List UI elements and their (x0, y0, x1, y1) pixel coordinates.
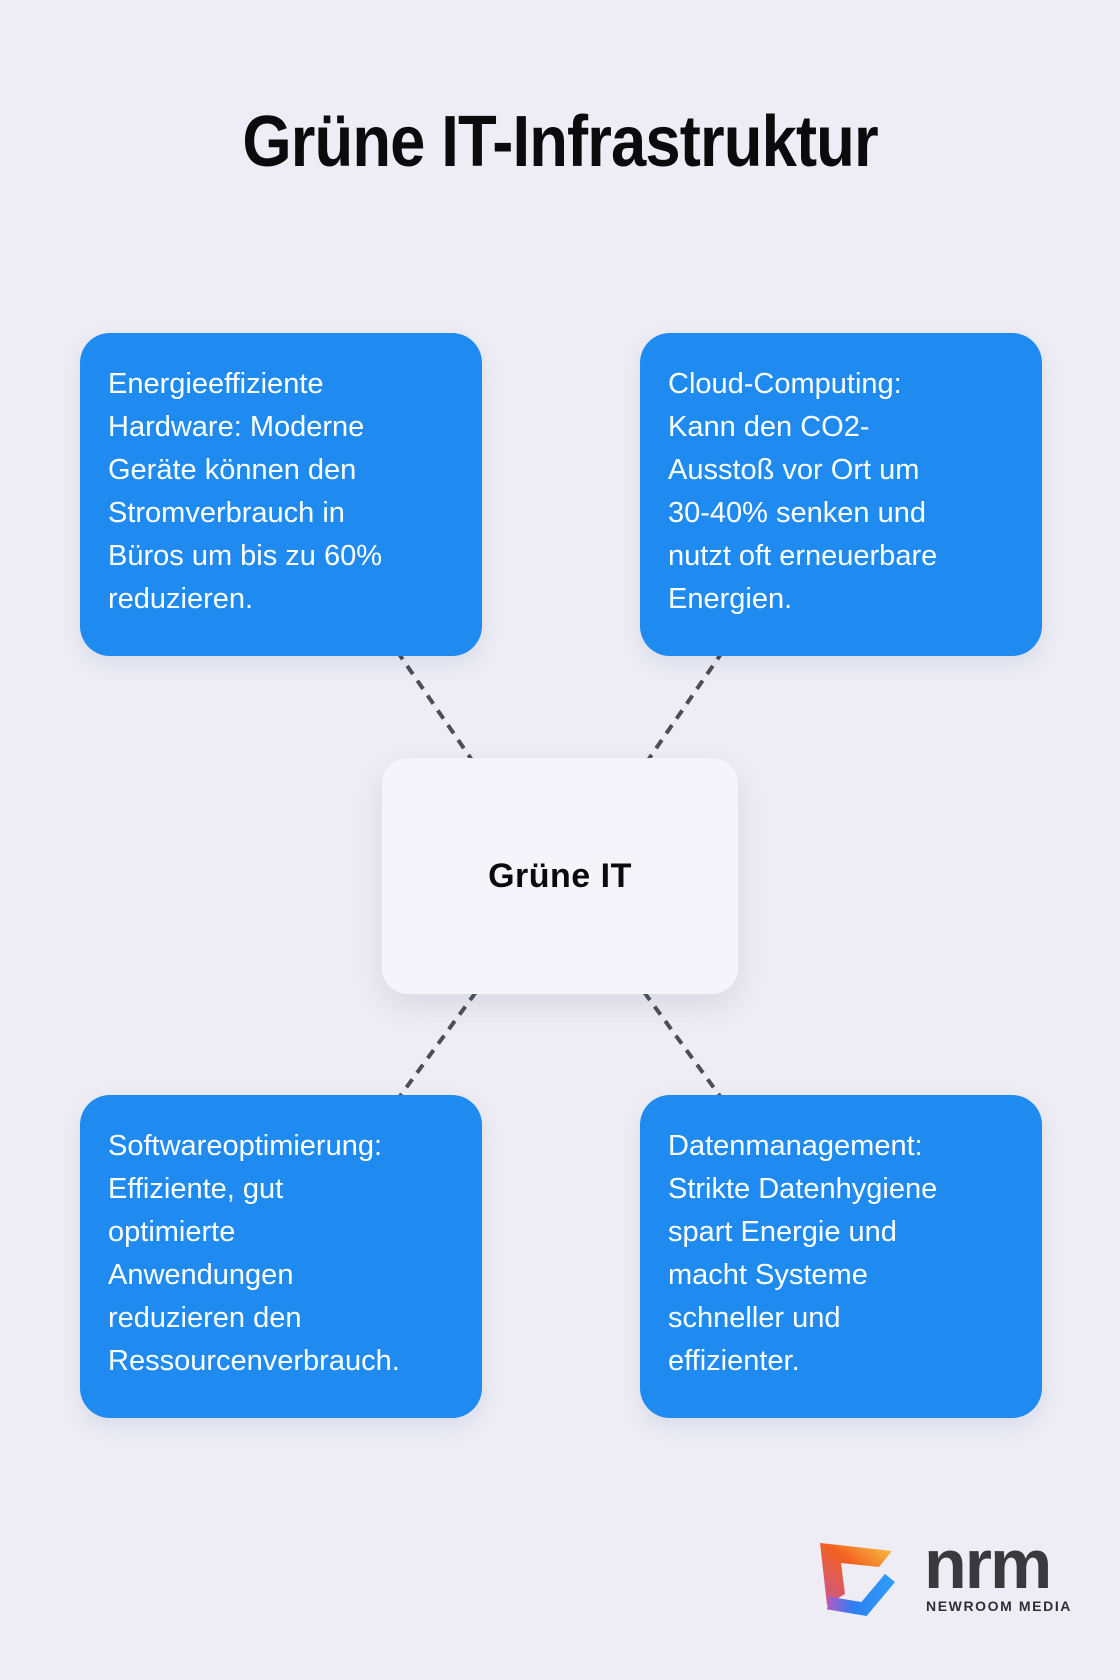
node-softwareoptimierung: Softwareoptimierung: Effiziente, gut opt… (80, 1095, 482, 1418)
connector-line-top-right (644, 649, 725, 765)
connector-line-bottom-left (393, 990, 478, 1105)
node-datenmanagement: Datenmanagement: Strikte Datenhygiene sp… (640, 1095, 1042, 1418)
center-node-label: Grüne IT (488, 856, 632, 895)
connector-line-top-left (395, 649, 476, 765)
center-node: Grüne IT (382, 758, 738, 994)
page-title: Grüne IT-Infrastruktur (0, 106, 1120, 178)
page-title-text: Grüne IT-Infrastruktur (242, 102, 878, 182)
node-cloud-computing: Cloud-Computing: Kann den CO2- Ausstoß v… (640, 333, 1042, 656)
connector-line-bottom-right (642, 990, 727, 1105)
node-energieeffiziente-hardware: Energieeffiziente Hardware: Moderne Gerä… (80, 333, 482, 656)
